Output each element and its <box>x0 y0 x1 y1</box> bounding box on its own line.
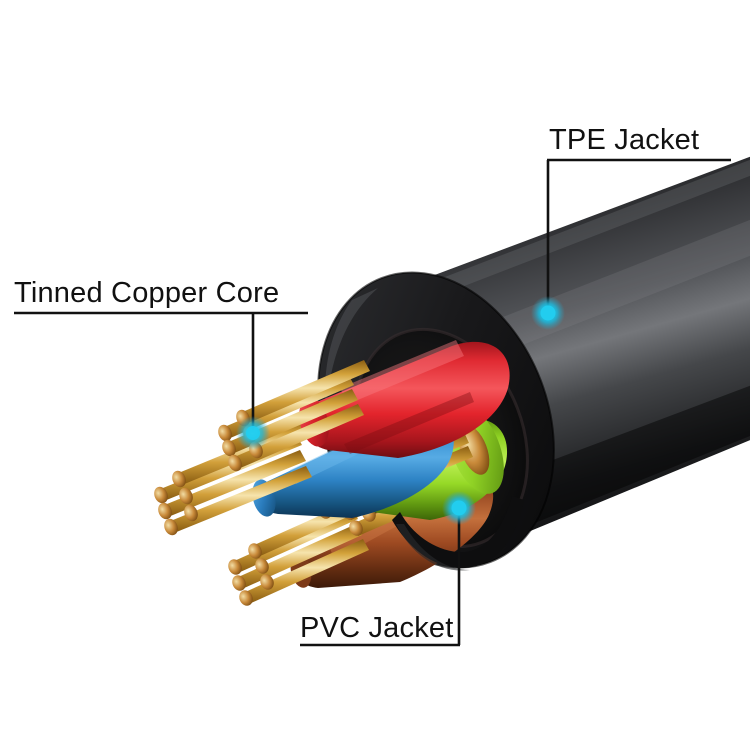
callout-dot-pvc-jacket[interactable] <box>442 491 476 525</box>
callout-dot-tpe[interactable] <box>531 296 565 330</box>
callout-dot-tinned-copper-core[interactable] <box>236 416 270 450</box>
callout-label-pvc-jacket: PVC Jacket <box>300 612 454 644</box>
red-conductor <box>299 340 510 458</box>
callout-leaders <box>251 160 550 645</box>
callout-label-tinned-copper-core: Tinned Copper Core <box>14 277 280 309</box>
callout-underlines <box>14 158 731 647</box>
cable-assembly <box>154 156 750 606</box>
callout-markers <box>236 296 565 525</box>
jacket-face-lower-rim <box>392 496 524 571</box>
callout-label-tpe: TPE Jacket <box>549 124 700 156</box>
